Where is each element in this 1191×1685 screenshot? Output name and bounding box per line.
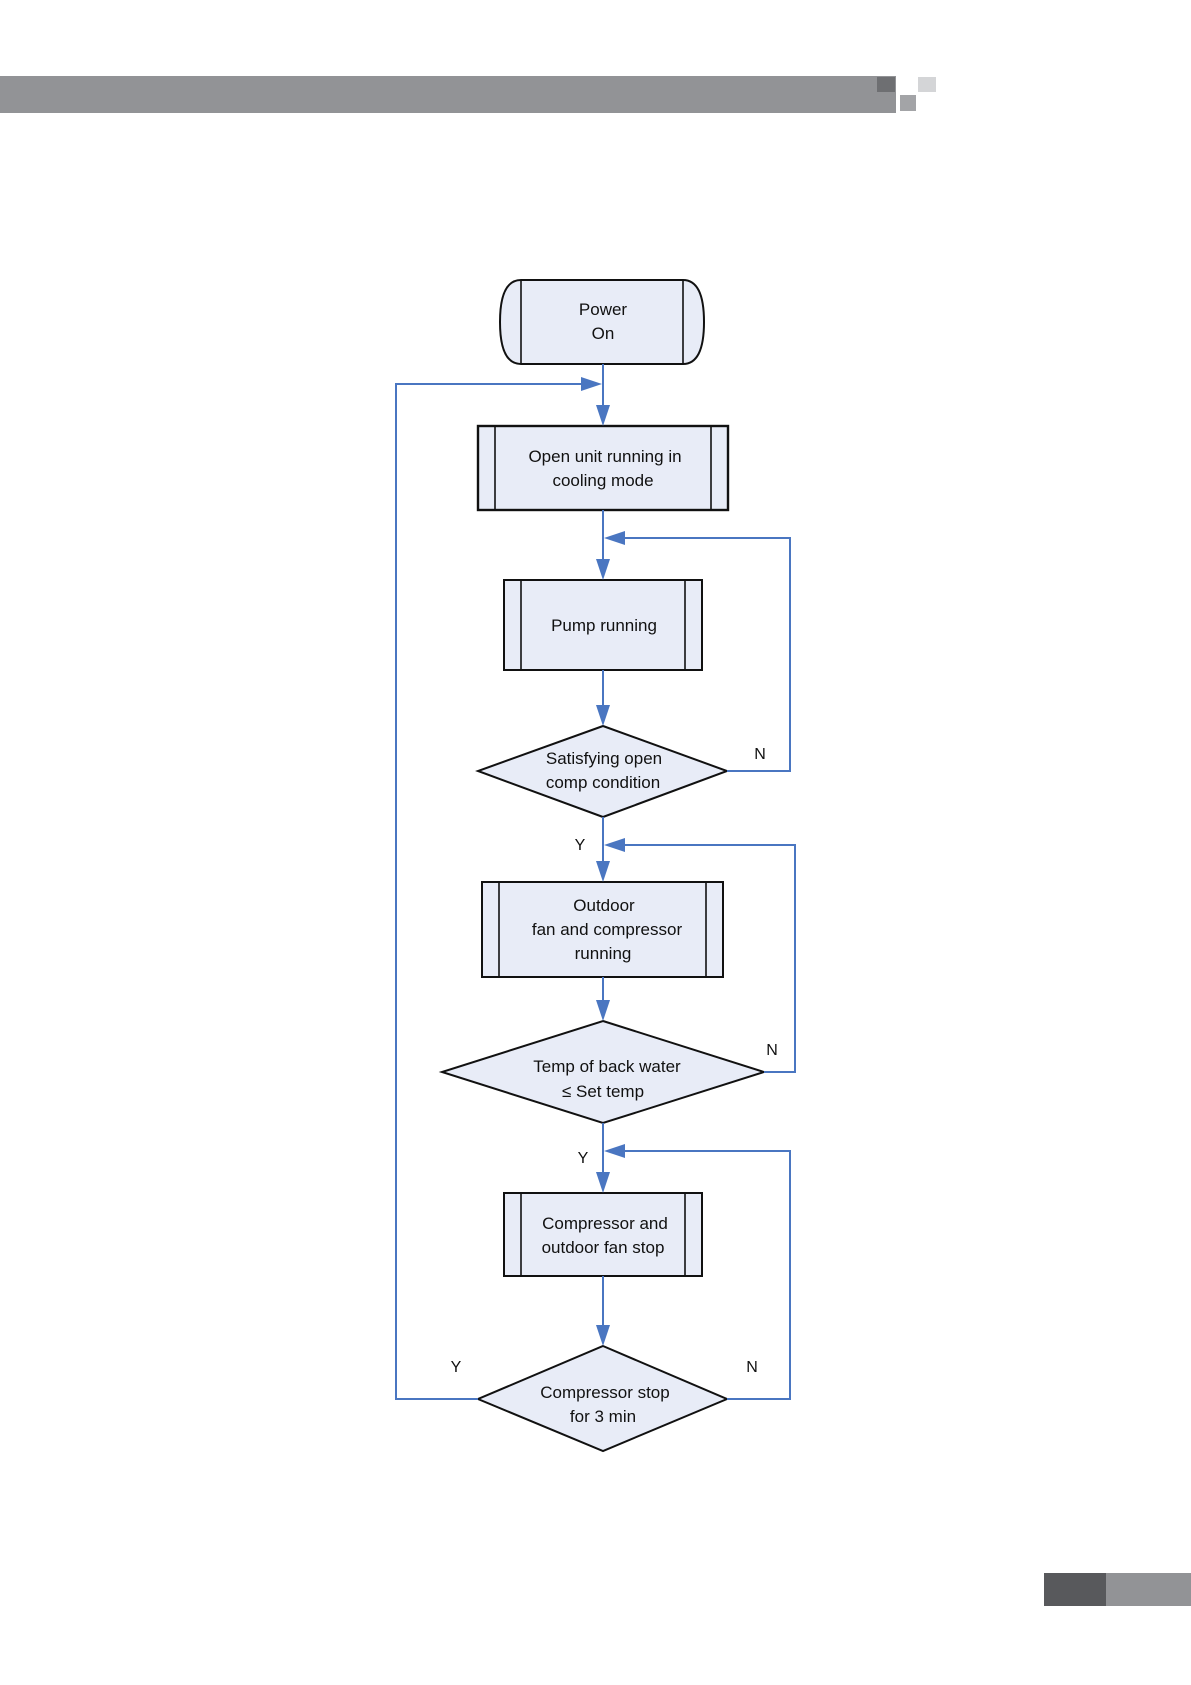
power-on-label-line2: On xyxy=(592,324,615,343)
arrowhead-into-outdoor-fan xyxy=(596,861,610,882)
open-unit-label-line2: cooling mode xyxy=(552,471,653,490)
arrowhead-loop-compressor-stop xyxy=(604,1144,625,1158)
power-on-label-line1: Power xyxy=(579,300,628,319)
branch-label-temp-yes: Y xyxy=(578,1150,589,1167)
compressor-fan-stop-node: Compressor and outdoor fan stop xyxy=(504,1193,702,1276)
compressor-fan-stop-label-line2: outdoor fan stop xyxy=(542,1238,665,1257)
pump-running-node: Pump running xyxy=(504,580,702,670)
open-unit-node: Open unit running in cooling mode xyxy=(478,426,728,510)
temp-back-water-label-line2: ≤ Set temp xyxy=(562,1082,644,1101)
branch-label-temp-no: N xyxy=(766,1042,778,1059)
arrowhead-into-compressor-fan-stop xyxy=(596,1172,610,1193)
arrowhead-into-open-unit xyxy=(596,405,610,426)
branch-label-satisfying-no: N xyxy=(754,746,766,763)
outdoor-fan-label-line3: running xyxy=(575,944,632,963)
outdoor-fan-label-line2: fan and compressor xyxy=(532,920,683,939)
compressor-fan-stop-label-line1: Compressor and xyxy=(542,1214,668,1233)
arrowhead-into-satisfying xyxy=(596,705,610,726)
branch-label-satisfying-yes: Y xyxy=(575,837,586,854)
satisfying-condition-node: Satisfying open comp condition xyxy=(478,726,727,817)
satisfying-label-line1: Satisfying open xyxy=(546,749,662,768)
arrowhead-into-pump xyxy=(596,559,610,580)
compressor-stop-label-line1: Compressor stop xyxy=(540,1383,669,1402)
arrowhead-into-compressor-stop xyxy=(596,1325,610,1346)
temp-back-water-node: Temp of back water ≤ Set temp xyxy=(442,1021,764,1123)
compressor-stop-label-line2: for 3 min xyxy=(570,1407,636,1426)
arrowhead-loop-temp xyxy=(604,838,625,852)
satisfying-label-line2: comp condition xyxy=(546,773,660,792)
power-on-node: Power On xyxy=(500,280,704,364)
temp-back-water-label-line1: Temp of back water xyxy=(533,1057,681,1076)
compressor-stop-node: Compressor stop for 3 min xyxy=(478,1346,727,1451)
outdoor-fan-compressor-node: Outdoor fan and compressor running xyxy=(482,882,723,977)
arrowhead-loop-satisfying xyxy=(604,531,625,545)
outdoor-fan-label-line1: Outdoor xyxy=(573,896,635,915)
branch-label-compressor-stop-no: N xyxy=(746,1359,758,1376)
open-unit-label-line1: Open unit running in xyxy=(528,447,681,466)
arrowhead-loop-yes xyxy=(581,377,602,391)
arrowhead-into-temp xyxy=(596,1000,610,1021)
pump-running-label: Pump running xyxy=(551,616,657,635)
branch-label-compressor-stop-yes: Y xyxy=(451,1359,462,1376)
